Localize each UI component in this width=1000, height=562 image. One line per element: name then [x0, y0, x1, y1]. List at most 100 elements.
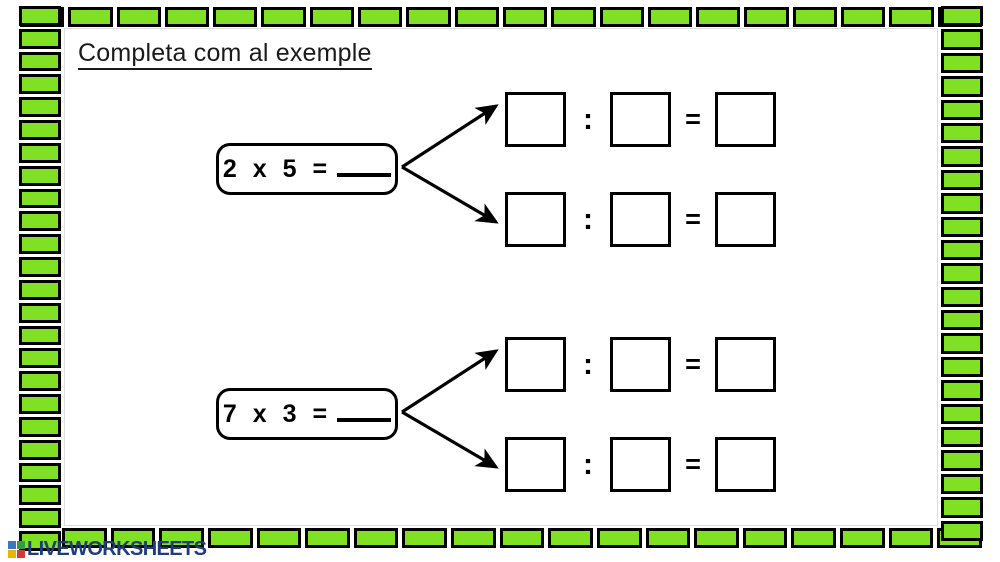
frame-tile [454, 7, 499, 27]
frame-tile [941, 216, 983, 237]
frame-tile [941, 427, 983, 448]
frame-tile [19, 97, 61, 118]
content-frame [64, 28, 938, 526]
frame-tile [744, 7, 789, 27]
frame-tile [941, 286, 983, 308]
answer-blank-1[interactable] [337, 157, 392, 177]
frame-tile [19, 211, 61, 232]
answer-row-1a: : = [505, 92, 776, 147]
frame-tile [941, 76, 983, 97]
frame-tile [116, 7, 161, 27]
multiplication-prompt-2: 7 x 3 = [216, 388, 398, 440]
times-operator-2: x [252, 399, 269, 428]
frame-tile [402, 528, 447, 548]
multiplication-expression-2: 7 x 3 = [223, 399, 392, 429]
frame-tile [19, 394, 61, 414]
frame-tile [941, 310, 983, 331]
frame-tile [889, 7, 934, 27]
answer-box-dividend-2a[interactable] [505, 337, 566, 392]
answer-box-divisor-2a[interactable] [610, 337, 671, 392]
liveworksheets-label: LIVEWORKSHEETS [27, 538, 207, 560]
equals-operator-2b: = [685, 449, 701, 479]
frame-tile [19, 508, 61, 529]
frame-tile [305, 528, 350, 548]
answer-box-divisor-2b[interactable] [610, 437, 671, 492]
frame-tile [19, 120, 61, 140]
frame-tile [19, 234, 61, 255]
frame-tile [68, 7, 113, 27]
frame-tile [261, 7, 306, 27]
frame-tile [941, 193, 983, 214]
frame-right [940, 6, 984, 541]
frame-tile [645, 528, 691, 548]
frame-tile [941, 122, 983, 144]
answer-box-quotient-2a[interactable] [715, 337, 776, 392]
frame-tile [502, 7, 548, 27]
frame-tile [353, 528, 399, 548]
equals-operator-1a: = [685, 104, 701, 134]
frame-tile [19, 485, 61, 506]
frame-tile [840, 528, 885, 548]
frame-tile [792, 7, 838, 27]
frame-tile [19, 439, 61, 460]
answer-box-dividend-2b[interactable] [505, 437, 566, 492]
frame-tile [451, 528, 496, 548]
operand-a-1: 2 [222, 154, 239, 183]
frame-tile [941, 29, 983, 50]
page-title: Completa com al exemple [78, 40, 372, 71]
frame-tile [19, 257, 61, 277]
frame-tile [941, 146, 983, 167]
liveworksheets-logo-icon [8, 540, 25, 558]
frame-tile [19, 302, 61, 323]
frame-tile [406, 7, 451, 27]
frame-tile [551, 7, 596, 27]
frame-tile [941, 333, 983, 354]
answer-box-divisor-1b[interactable] [610, 192, 671, 247]
frame-tile [596, 528, 642, 548]
frame-tile [599, 7, 644, 27]
answer-box-quotient-1a[interactable] [715, 92, 776, 147]
times-operator-1: x [252, 154, 269, 183]
branch-arrows-2 [401, 349, 499, 469]
equals-operator-1: = [312, 154, 330, 183]
frame-tile [19, 28, 61, 49]
frame-tile [309, 7, 355, 27]
frame-tile [941, 52, 983, 74]
frame-tile [110, 528, 156, 548]
frame-tile [207, 528, 253, 548]
frame-tile [19, 371, 61, 392]
frame-tile [19, 348, 61, 369]
frame-tile [358, 7, 403, 27]
answer-blank-2[interactable] [337, 402, 392, 422]
frame-tile [256, 528, 302, 548]
frame-tile [888, 528, 934, 548]
frame-tile [941, 473, 983, 495]
frame-tile [941, 497, 983, 518]
frame-tile [159, 528, 204, 548]
frame-tile [941, 6, 983, 27]
divide-operator-1a: : [583, 102, 593, 136]
frame-tile [19, 51, 61, 72]
frame-top [20, 6, 982, 28]
equals-operator-2a: = [685, 349, 701, 379]
equals-operator-1b: = [685, 204, 701, 234]
frame-tile [19, 142, 61, 163]
frame-tile [19, 188, 61, 209]
answer-row-1b: : = [505, 192, 776, 247]
answer-row-2a: : = [505, 337, 776, 392]
frame-tile [19, 279, 61, 300]
answer-box-quotient-1b[interactable] [715, 192, 776, 247]
frame-tile [841, 7, 886, 27]
answer-box-divisor-1a[interactable] [610, 92, 671, 147]
frame-tile [941, 239, 983, 261]
answer-box-dividend-1b[interactable] [505, 192, 566, 247]
branch-arrows-1 [401, 104, 499, 224]
answer-box-quotient-2b[interactable] [715, 437, 776, 492]
divide-operator-1b: : [583, 202, 593, 236]
frame-tile [19, 416, 61, 437]
frame-tile [941, 380, 983, 401]
frame-tile [19, 462, 61, 483]
divide-operator-2a: : [583, 347, 593, 381]
answer-box-dividend-1a[interactable] [505, 92, 566, 147]
